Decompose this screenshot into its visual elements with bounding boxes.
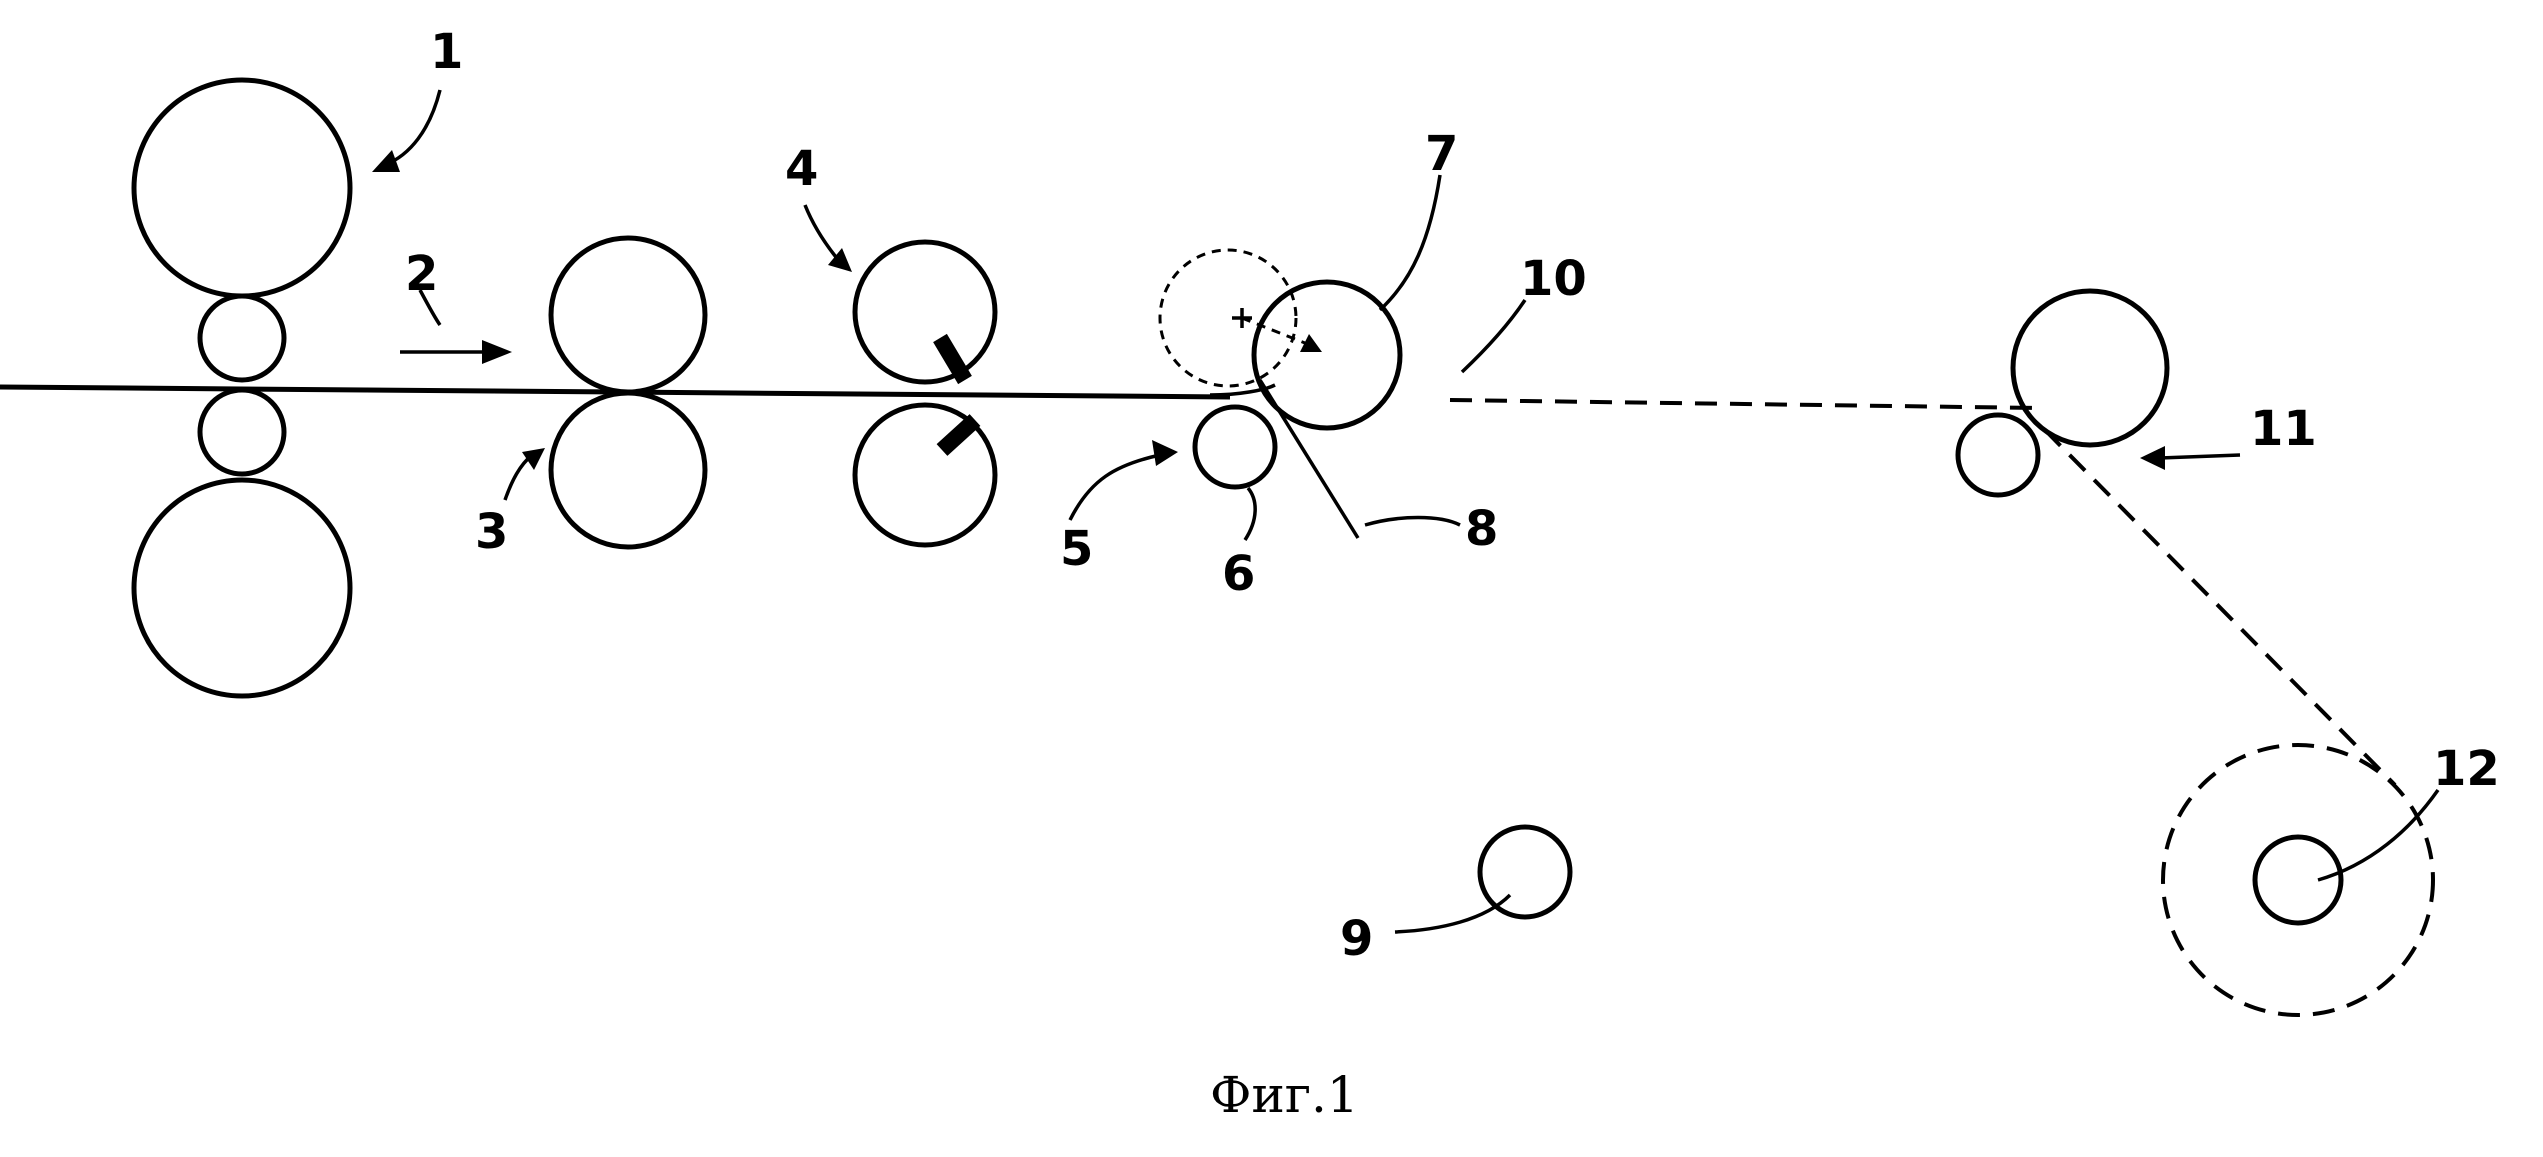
label-9: 9 bbox=[1340, 911, 1373, 967]
leader-4 bbox=[805, 205, 840, 262]
label-3: 3 bbox=[475, 504, 508, 560]
label-6: 6 bbox=[1222, 546, 1255, 602]
label-5: 5 bbox=[1060, 521, 1093, 577]
leader-10 bbox=[1462, 300, 1525, 372]
leader-7 bbox=[1380, 175, 1440, 310]
coil-12 bbox=[2163, 745, 2433, 1015]
label-8: 8 bbox=[1465, 501, 1498, 557]
label-12: 12 bbox=[2433, 741, 2500, 797]
strip-dashed-down bbox=[2045, 430, 2395, 785]
label-2: 2 bbox=[405, 246, 438, 302]
leader-6 bbox=[1245, 488, 1255, 540]
coiler-entry bbox=[1160, 250, 1400, 538]
label-10: 10 bbox=[1520, 251, 1587, 307]
label-4: 4 bbox=[785, 141, 818, 197]
roll-6 bbox=[1195, 407, 1275, 487]
roll-group-11 bbox=[1958, 291, 2167, 495]
leader-5 bbox=[1070, 455, 1160, 520]
dashed-roll-position bbox=[1160, 250, 1296, 386]
roll-9 bbox=[1480, 827, 1570, 917]
label-1: 1 bbox=[430, 24, 463, 80]
leader-11 bbox=[2160, 455, 2240, 458]
leader-3 bbox=[505, 455, 532, 500]
figure-caption: Фиг.1 bbox=[1210, 1066, 1359, 1124]
leader-12 bbox=[2318, 790, 2438, 880]
label-7: 7 bbox=[1425, 126, 1458, 182]
leader-8 bbox=[1365, 518, 1460, 526]
strip-dashed-line bbox=[1450, 400, 2040, 408]
label-11: 11 bbox=[2250, 401, 2317, 457]
